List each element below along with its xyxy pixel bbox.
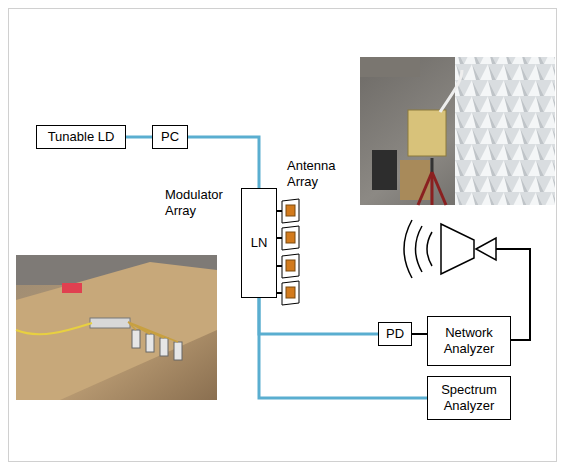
- optical-fiber: [188, 137, 259, 188]
- part-label: Antenna Array: [287, 158, 349, 189]
- controller-box: PC: [152, 125, 188, 149]
- optical-fiber: [126, 137, 152, 138]
- frame: [9, 9, 557, 462]
- rf-cable: [412, 334, 427, 335]
- modulator-box: LN: [241, 188, 277, 298]
- instrument-box: Spectrum Analyzer: [427, 376, 511, 420]
- instrument-box: Network Analyzer: [427, 316, 511, 366]
- optical-fiber: [259, 298, 427, 398]
- box-text: Tunable LD: [48, 129, 115, 145]
- box-text: Spectrum Analyzer: [431, 382, 507, 413]
- box-text: Network Analyzer: [431, 325, 507, 356]
- laser-box: Tunable LD: [36, 125, 126, 149]
- antenna-array: [277, 199, 299, 305]
- detector-box: PD: [378, 322, 412, 346]
- box-text: PC: [161, 129, 179, 145]
- optical-fiber: [259, 298, 378, 334]
- bench-photo: [16, 255, 217, 400]
- box-text: LN: [251, 235, 268, 251]
- part-label: Modulator Array: [165, 187, 237, 218]
- chamber-photo: [360, 57, 555, 205]
- box-text: PD: [386, 326, 404, 342]
